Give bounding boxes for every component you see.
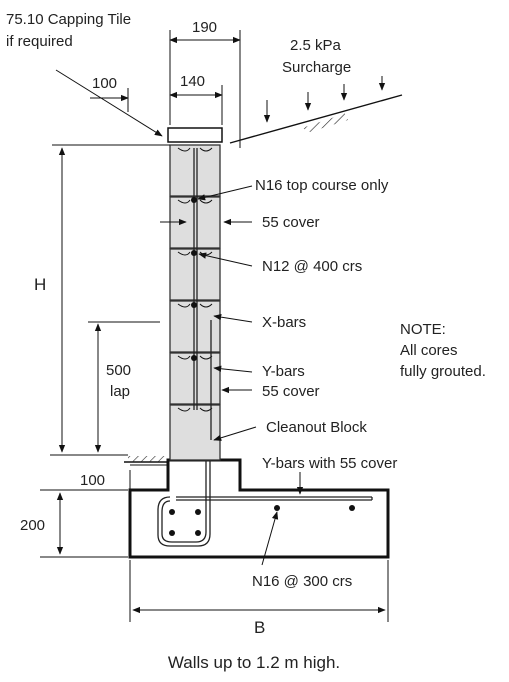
footing (128, 320, 390, 559)
dimension-lines (40, 30, 389, 622)
n12-label: N12 @ 400 crs (262, 258, 362, 275)
ground-lines (124, 94, 403, 463)
note-line-1: All cores (400, 342, 458, 359)
if-required-label: if required (6, 33, 73, 50)
y-bars-cover-label: Y-bars with 55 cover (262, 455, 397, 472)
cover-55-label: 55 cover (262, 214, 320, 231)
surcharge-label: Surcharge (282, 59, 351, 76)
dimension-140: 140 (180, 73, 205, 90)
y-bars-label: Y-bars (262, 363, 305, 380)
surcharge-arrows (263, 76, 386, 123)
dimension-190: 190 (192, 19, 217, 36)
height-label: H (34, 275, 46, 294)
caption: Walls up to 1.2 m high. (168, 653, 340, 672)
note-title: NOTE: (400, 321, 446, 338)
cleanout-block-label: Cleanout Block (266, 419, 367, 436)
cover-55-label-2: 55 cover (262, 383, 320, 400)
n16-300-label: N16 @ 300 crs (252, 573, 352, 590)
note-line-2: fully grouted. (400, 363, 486, 380)
n16-top-label: N16 top course only (255, 177, 389, 194)
x-bars-label: X-bars (262, 314, 306, 331)
lap-label: lap (110, 383, 130, 400)
width-label: B (254, 618, 265, 637)
masonry-wall (167, 127, 223, 461)
capping-tile-label: 75.10 Capping Tile (6, 11, 131, 28)
surcharge-value: 2.5 kPa (290, 37, 342, 54)
dimension-200: 200 (20, 517, 45, 534)
lap-value: 500 (106, 362, 131, 379)
leader-lines (160, 185, 304, 566)
dimension-100-bottom: 100 (80, 472, 105, 489)
dimension-100-top: 100 (92, 75, 117, 92)
